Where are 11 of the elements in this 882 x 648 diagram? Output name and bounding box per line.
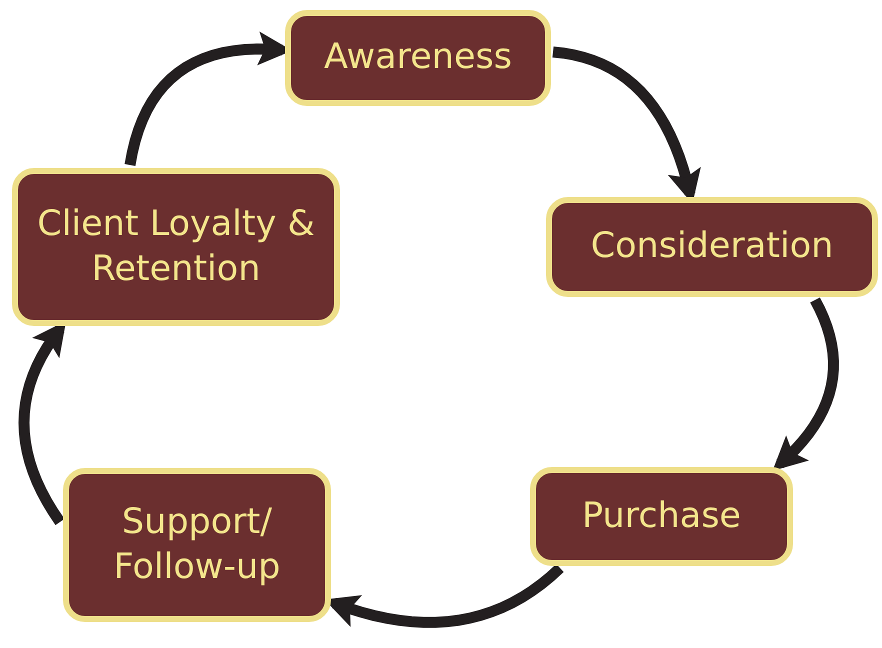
curved-arrow bbox=[772, 297, 839, 471]
stage-label: Purchase bbox=[582, 494, 741, 538]
stage-box bbox=[530, 467, 793, 566]
stage-box bbox=[546, 197, 878, 297]
stage-label: Consideration bbox=[590, 225, 834, 268]
stage-label: Awareness bbox=[324, 36, 512, 80]
stage-label: Client Loyalty & Retention bbox=[36, 202, 316, 291]
stage-box bbox=[285, 10, 551, 106]
stage-box bbox=[12, 168, 340, 326]
stage-box bbox=[63, 468, 331, 622]
stage-label: Support/ Follow-up bbox=[112, 500, 282, 589]
